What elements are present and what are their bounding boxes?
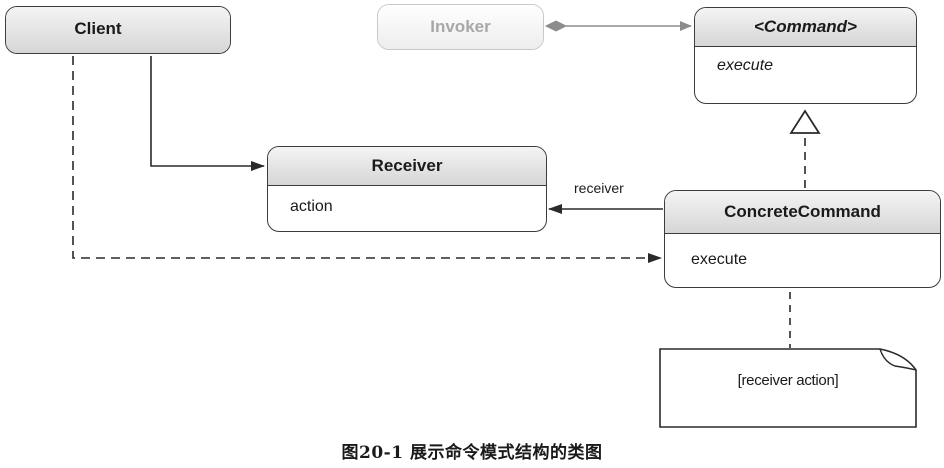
receiver-class-name: Receiver	[268, 147, 546, 186]
concrete-command-class-box: ConcreteCommand execute	[664, 190, 941, 288]
receiver-operation: action	[290, 198, 333, 215]
concrete-command-realization	[789, 109, 821, 188]
concrete-command-class-name: ConcreteCommand	[665, 191, 940, 234]
invoker-class-box: Invoker	[377, 4, 544, 50]
note-text: [receiver action]	[737, 372, 839, 389]
invoker-class-name: Invoker	[378, 5, 543, 49]
receiver-class-box: Receiver action	[267, 146, 547, 232]
note-shape	[659, 348, 917, 428]
client-concrete-dependency	[72, 56, 662, 263]
command-operation: execute	[717, 57, 774, 74]
command-interface-name: <Command>	[695, 8, 916, 47]
figure-caption: 图20-1 展示命令模式结构的类图	[341, 443, 603, 463]
client-receiver-association	[150, 56, 265, 171]
receiver-association-label: receiver	[574, 180, 624, 196]
concrete-command-operation: execute	[691, 251, 748, 268]
client-class-box: Client	[5, 6, 231, 54]
command-interface-box: <Command> execute	[694, 7, 917, 104]
invoker-command-aggregation	[544, 20, 692, 32]
client-class-name: Client	[6, 7, 230, 53]
